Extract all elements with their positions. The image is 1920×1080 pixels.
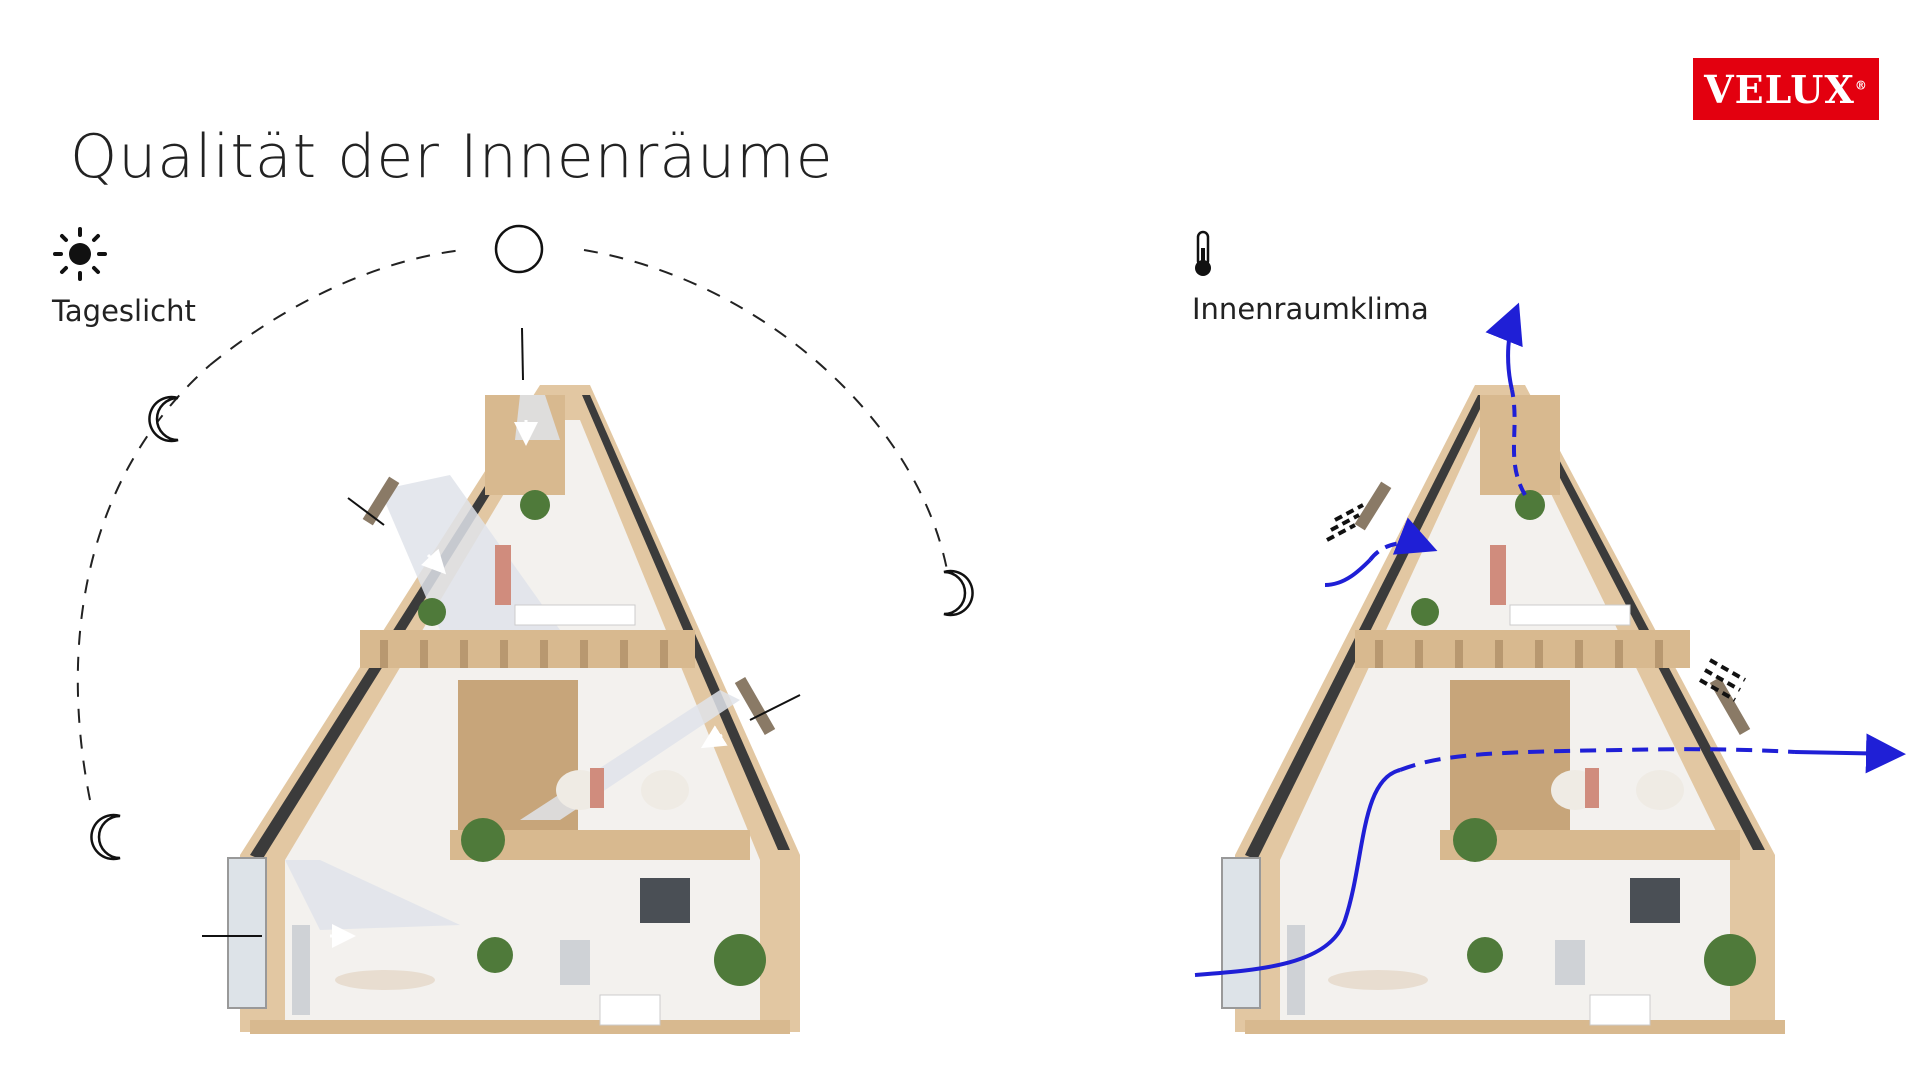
page-title: Qualität der Innenräume bbox=[70, 122, 834, 192]
indoor-climate-label: Innenraumklima bbox=[1192, 292, 1429, 326]
house-section-climate bbox=[1221, 385, 1785, 1034]
moon-icon bbox=[943, 569, 974, 617]
velux-logo: VELUX® bbox=[1693, 58, 1879, 120]
sun-position-noon bbox=[494, 224, 544, 274]
moon-icon bbox=[90, 813, 121, 861]
airflow-arrows bbox=[1194, 302, 1906, 977]
thermometer-icon bbox=[1195, 230, 1211, 276]
house-section-daylight bbox=[202, 327, 801, 1034]
sun-icon bbox=[53, 227, 107, 281]
sun-path-arc bbox=[76, 249, 949, 801]
moon-icon bbox=[148, 395, 179, 443]
daylight-label: Tageslicht bbox=[52, 294, 196, 328]
velux-logo-text: VELUX® bbox=[1704, 66, 1868, 112]
